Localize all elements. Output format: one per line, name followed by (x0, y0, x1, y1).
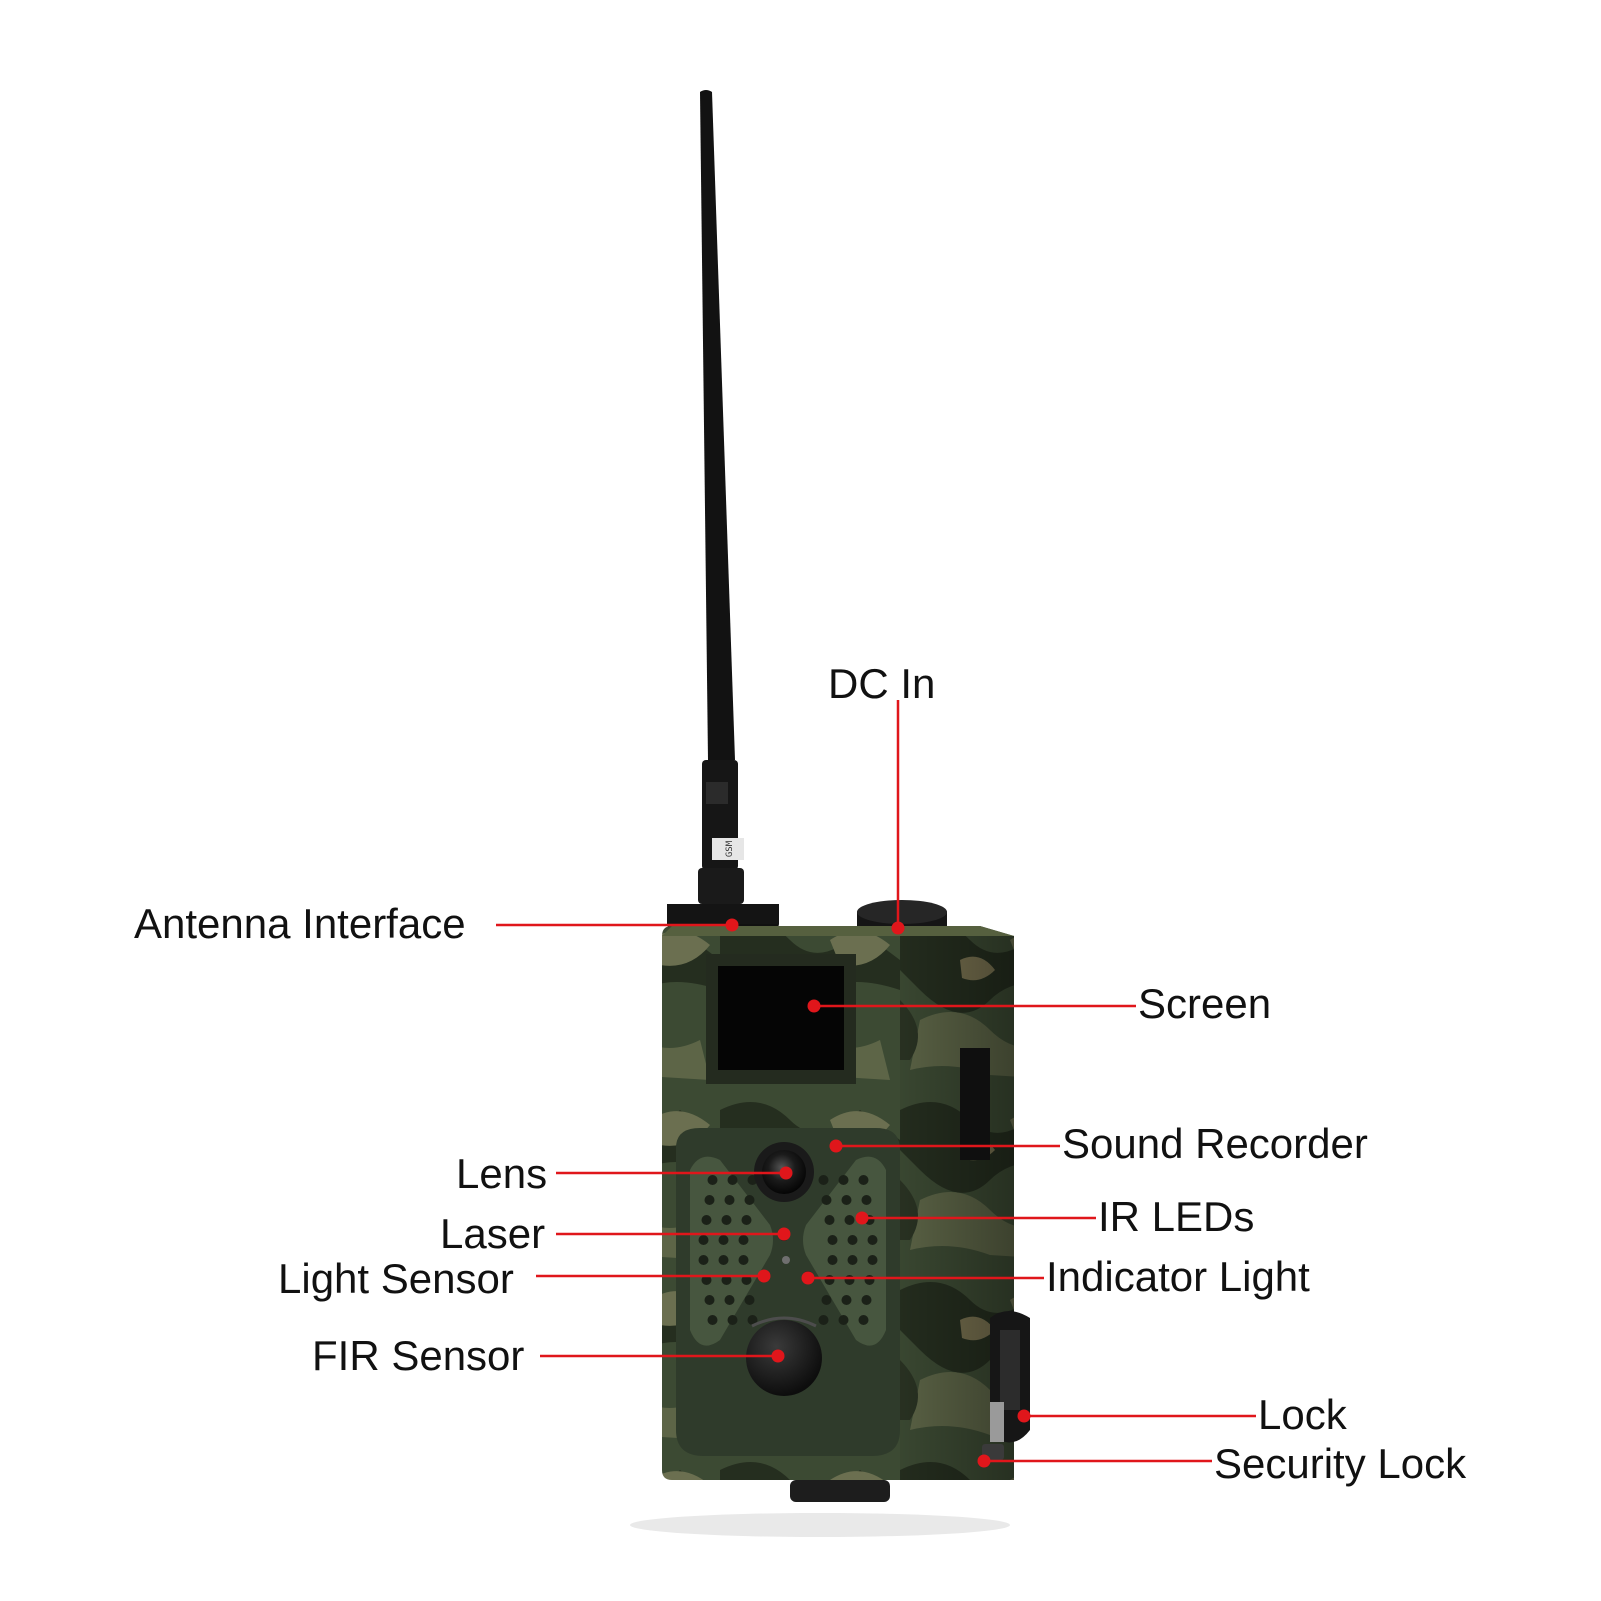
leader-fir-sensor-dot (771, 1349, 785, 1363)
ir-led (858, 1315, 869, 1325)
ir-led (721, 1275, 732, 1285)
ir-led (698, 1255, 709, 1265)
leader-sound-recorder-dot (829, 1139, 843, 1153)
ir-led (707, 1175, 718, 1185)
label-sound-recorder: Sound Recorder (1062, 1120, 1368, 1167)
ir-led (847, 1255, 858, 1265)
ir-led (838, 1315, 849, 1325)
callout-leaders (496, 700, 1256, 1468)
label-dc-in: DC In (828, 660, 936, 707)
ir-led (818, 1175, 829, 1185)
ir-led (698, 1235, 709, 1245)
label-fir-sensor: FIR Sensor (312, 1332, 525, 1379)
label-light-sensor: Light Sensor (278, 1255, 514, 1302)
ir-led (724, 1295, 735, 1305)
ir-led (861, 1295, 872, 1305)
leader-dc-in-dot (891, 921, 905, 935)
ir-led (744, 1195, 755, 1205)
leader-ir-leds-dot (855, 1211, 869, 1225)
ir-led (847, 1235, 858, 1245)
ir-led (701, 1215, 712, 1225)
floor-shadow (630, 1513, 1010, 1537)
ir-led (867, 1235, 878, 1245)
ir-led (718, 1235, 729, 1245)
ir-led (827, 1255, 838, 1265)
leader-lens-dot (779, 1166, 793, 1180)
ir-led (738, 1255, 749, 1265)
antenna: GSM (667, 90, 779, 938)
ir-led (864, 1275, 875, 1285)
ir-led (724, 1195, 735, 1205)
ir-led (821, 1295, 832, 1305)
ir-led (861, 1195, 872, 1205)
ir-led (727, 1315, 738, 1325)
label-indicator-light: Indicator Light (1046, 1253, 1310, 1300)
ir-led (818, 1315, 829, 1325)
lock-latch (982, 1311, 1030, 1460)
ir-led (824, 1215, 835, 1225)
ir-led (727, 1175, 738, 1185)
ir-led (841, 1295, 852, 1305)
leader-laser-dot (777, 1227, 791, 1241)
ir-led-cluster-left (698, 1175, 758, 1325)
ir-led (821, 1195, 832, 1205)
antenna-gsm-tag: GSM (725, 840, 735, 857)
ir-led (744, 1295, 755, 1305)
ir-led (704, 1295, 715, 1305)
ir-led (841, 1195, 852, 1205)
ir-led (718, 1255, 729, 1265)
ir-led (867, 1255, 878, 1265)
ir-led (741, 1275, 752, 1285)
leader-light-sensor-dot (757, 1269, 771, 1283)
ir-led (707, 1315, 718, 1325)
ir-led (838, 1175, 849, 1185)
side-slot (960, 1048, 990, 1160)
label-screen: Screen (1138, 980, 1272, 1027)
leader-screen-dot (807, 999, 821, 1013)
leader-lock-dot (1017, 1409, 1031, 1423)
ir-led (858, 1175, 869, 1185)
leader-indicator-light-dot (801, 1271, 815, 1285)
leader-security-lock-dot (977, 1454, 991, 1468)
screen-window (706, 954, 856, 1084)
ir-led (747, 1315, 758, 1325)
ir-led (738, 1235, 749, 1245)
label-security-lock: Security Lock (1214, 1440, 1467, 1487)
label-antenna-interface: Antenna Interface (134, 900, 466, 947)
label-laser: Laser (440, 1210, 546, 1257)
ir-led (704, 1195, 715, 1205)
label-lens: Lens (456, 1150, 548, 1197)
ir-led (824, 1275, 835, 1285)
leader-antenna-interface-dot (725, 918, 739, 932)
ir-led (827, 1235, 838, 1245)
ir-led (741, 1215, 752, 1225)
ir-led (844, 1215, 855, 1225)
ir-led (844, 1275, 855, 1285)
ir-led (721, 1215, 732, 1225)
label-ir-leds: IR LEDs (1098, 1193, 1255, 1240)
ir-led (701, 1275, 712, 1285)
label-lock: Lock (1258, 1391, 1347, 1438)
